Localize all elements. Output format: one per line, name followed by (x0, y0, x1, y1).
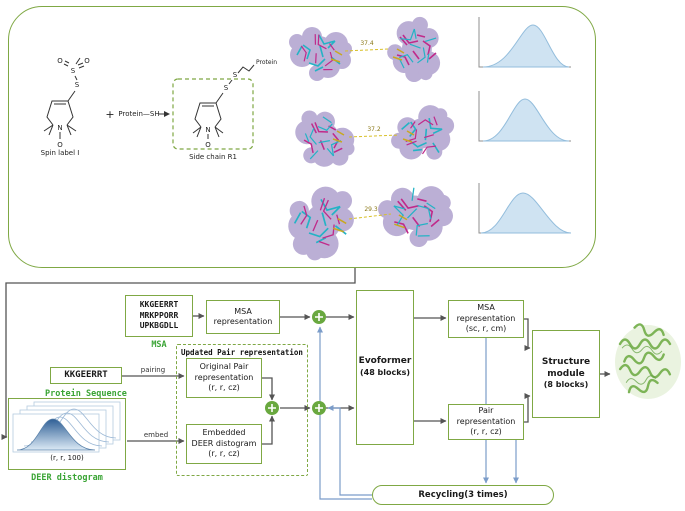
atom-o: O (57, 57, 63, 65)
msa-representation-left-box: MSA representation (206, 300, 280, 334)
protein-sequence-label: Protein Sequence (45, 389, 127, 399)
msa-seq-line: KKGEERRT (139, 300, 179, 310)
merge-add-icons (265, 310, 326, 415)
protein-molecule-right (373, 176, 460, 256)
atom-o: O (205, 141, 211, 149)
recycling-label: Recycling(3 times) (418, 490, 508, 500)
protein-molecule-left (289, 27, 352, 81)
protein-molecule-left (283, 101, 365, 180)
distribution-curve (482, 98, 570, 142)
distance-line (344, 48, 390, 52)
atom-s: S (233, 71, 238, 79)
msa-seq-line: UPKBGDLL (139, 321, 179, 331)
protein-sequence-box: KKGEERRT (50, 367, 122, 384)
side-chain-dashed-box (172, 78, 254, 150)
pairing-label: pairing (140, 366, 166, 374)
predicted-structure-image (615, 323, 681, 399)
distogram-axis-label: (r, r, 100) (50, 454, 84, 462)
protein-pair-image-3: 29.3 (275, 175, 460, 269)
atom-s: S (224, 84, 229, 92)
protein-molecule-right (380, 13, 449, 89)
spin-label-structure (43, 57, 85, 139)
black-flow-lines (1, 268, 611, 445)
add-icon (312, 401, 326, 415)
distribution-curve (480, 192, 572, 234)
distance-value: 37.4 (360, 40, 374, 47)
atom-s: S (75, 81, 80, 89)
protein-pair-image-1: 37.4 (289, 13, 449, 89)
distance-distribution-plot-2 (478, 91, 571, 142)
protein-pair-image-2: 37.2 (283, 93, 467, 180)
side-chain-structure (192, 64, 255, 139)
protein-sh-label: Protein—SH (118, 110, 159, 118)
chemical-structures: N O S S O O + Protein—SH N O S (43, 57, 277, 150)
add-icon (312, 310, 326, 324)
add-icon (265, 401, 279, 415)
msa-representation-right-box: MSA representation (sc, r, cm) (448, 300, 524, 338)
deer-distogram-image: (r, r, 100) (8, 398, 126, 470)
distogram-stack (12, 401, 121, 453)
evoformer-box: Evoformer (48 blocks) (356, 290, 414, 445)
msa-seq-line: MRKPPORR (139, 310, 179, 320)
pair-representation-box: Pair representation (r, r, cz) (448, 404, 524, 440)
structure-module-box: Structure module (8 blocks) (532, 330, 600, 418)
msa-label: MSA (151, 340, 167, 350)
recycling-box: Recycling(3 times) (372, 485, 554, 505)
atom-o: O (57, 141, 63, 149)
distance-distribution-plot-1 (478, 17, 571, 68)
distribution-curve (482, 24, 570, 68)
reaction-plus: + (105, 108, 114, 121)
distance-value: 29.3 (364, 206, 378, 213)
spin-label-caption: Spin label I (40, 149, 80, 157)
distance-value: 37.2 (367, 126, 381, 133)
protein-molecule-left (275, 175, 363, 269)
protein-attachment-label: Protein (256, 59, 277, 66)
atom-n: N (205, 126, 210, 134)
atom-s: S (71, 67, 76, 75)
original-pair-box: Original Pair representation (r, r, cz) (186, 358, 262, 398)
atom-n: N (57, 124, 62, 132)
deer-distogram-label: DEER distogram (31, 473, 103, 483)
updated-pair-title: Updated Pair representation (181, 348, 303, 357)
msa-sequences-box: KKGEERRT MRKPPORR UPKBGDLL (125, 295, 193, 337)
atom-o: O (84, 57, 90, 65)
embedded-deer-box: Embedded DEER distogram (r, r, cz) (186, 424, 262, 464)
side-chain-caption: Side chain R1 (189, 153, 237, 161)
embed-label: embed (143, 431, 169, 439)
distance-line (348, 213, 392, 220)
distance-distribution-plot-3 (478, 183, 572, 234)
experiment-panel: N O S S O O + Protein—SH N O S (8, 6, 596, 269)
distance-line (348, 134, 400, 138)
